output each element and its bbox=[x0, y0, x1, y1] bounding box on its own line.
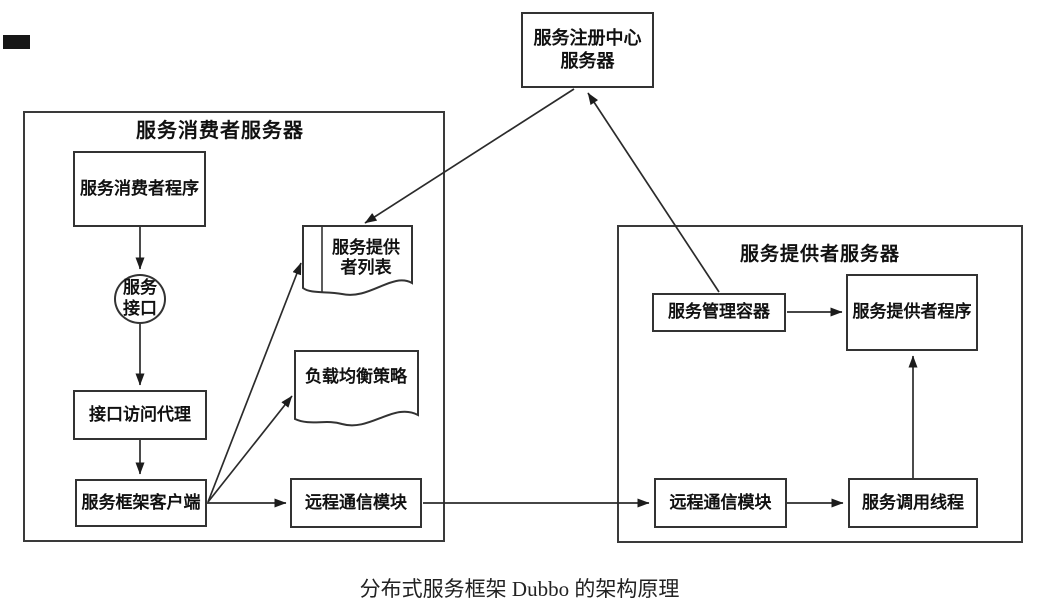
proxy-label: 接口访问代理 bbox=[89, 404, 191, 424]
comm-module-left-label: 远程通信模块 bbox=[305, 492, 407, 512]
registry-server-node: 服务注册中心 服务器 bbox=[521, 12, 654, 88]
registry-server-label-line1: 服务注册中心 bbox=[533, 27, 642, 48]
service-interface-label-line2: 接口 bbox=[123, 299, 157, 318]
service-interface-label-line1: 服务 bbox=[123, 278, 157, 298]
consumer-server-box bbox=[23, 111, 445, 542]
provider-list-doc-shape bbox=[302, 225, 413, 296]
framework-client-label: 服务框架客户端 bbox=[81, 492, 201, 512]
arrow-registry-to-provider-list bbox=[364, 88, 575, 224]
framework-client-node: 服务框架客户端 bbox=[75, 479, 207, 527]
proxy-node: 接口访问代理 bbox=[73, 390, 207, 440]
arrow-framework-client-to-load-balance bbox=[207, 395, 293, 503]
arrow-management-container-to-registry bbox=[587, 92, 720, 293]
arrow-framework-client-to-provider-list bbox=[207, 262, 302, 503]
provider-list-label: 服务提供 者列表 bbox=[320, 238, 412, 278]
consumer-server-title: 服务消费者服务器 bbox=[136, 120, 304, 142]
load-balance-doc-shape bbox=[294, 350, 419, 427]
comm-module-left-node: 远程通信模块 bbox=[290, 478, 422, 528]
comm-module-right-label: 远程通信模块 bbox=[669, 492, 772, 512]
provider-list-label-line1: 服务提供 bbox=[332, 238, 400, 257]
call-thread-label: 服务调用线程 bbox=[862, 492, 964, 512]
registry-server-label-line2: 服务器 bbox=[560, 51, 615, 71]
call-thread-node: 服务调用线程 bbox=[848, 478, 978, 528]
consumer-program-node: 服务消费者程序 bbox=[73, 151, 206, 227]
load-balance-label: 负载均衡策略 bbox=[305, 367, 407, 386]
provider-server-title: 服务提供者服务器 bbox=[739, 244, 900, 265]
diagram-caption: 分布式服务框架 Dubbo 的架构原理 bbox=[359, 577, 680, 601]
provider-program-node: 服务提供者程序 bbox=[846, 274, 978, 351]
service-interface-node: 服务 接口 bbox=[114, 274, 166, 324]
provider-list-label-line2: 者列表 bbox=[340, 258, 392, 278]
provider-server-box bbox=[617, 225, 1023, 543]
management-container-label: 服务管理容器 bbox=[668, 302, 770, 322]
provider-program-label: 服务提供者程序 bbox=[852, 302, 972, 322]
management-container-node: 服务管理容器 bbox=[652, 293, 786, 332]
comm-module-right-node: 远程通信模块 bbox=[654, 478, 787, 528]
scan-artifact bbox=[3, 35, 30, 49]
consumer-program-label: 服务消费者程序 bbox=[80, 178, 199, 198]
